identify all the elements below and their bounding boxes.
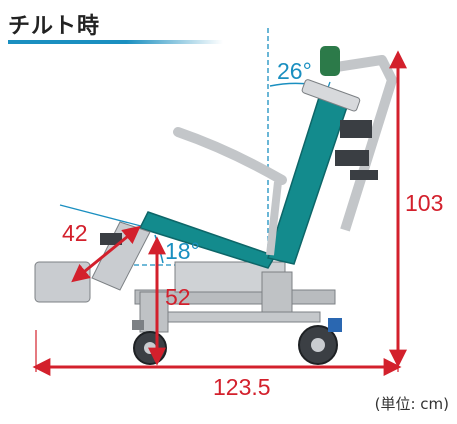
front-wheel-hub: [144, 342, 156, 354]
rear-wheel-hub: [311, 338, 325, 352]
tilt-angle-label: 26°: [277, 58, 312, 84]
total-height-label: 103: [405, 190, 444, 216]
seat-height-label: 52: [165, 284, 191, 310]
brake-pedal: [328, 318, 342, 332]
title-underline: [8, 40, 223, 44]
push-handle-grip: [320, 46, 340, 76]
footrest: [34, 261, 91, 303]
armrest-support: [266, 181, 282, 256]
armrest: [173, 127, 287, 185]
leg-length-dimension: [71, 225, 141, 283]
page-title: チルト時: [8, 14, 101, 39]
seat-cushion: [138, 211, 277, 269]
lower-frame: [149, 311, 321, 323]
front-caster-mount: [132, 320, 144, 330]
rear-post: [261, 271, 293, 313]
tilt-mechanism-upper: [340, 120, 372, 138]
leg-angle-label: 18°: [165, 238, 200, 264]
tilt-mechanism-lower: [335, 150, 369, 166]
leg-length-label: 42: [62, 220, 88, 246]
push-handle-frame: [329, 55, 397, 232]
legrest: [91, 221, 151, 291]
tilt-lever: [350, 170, 378, 180]
front-post: [139, 291, 169, 333]
total-length-label: 123.5: [213, 374, 271, 400]
unit-note: (単位: cm): [374, 395, 449, 413]
headrest-bar: [301, 79, 361, 112]
